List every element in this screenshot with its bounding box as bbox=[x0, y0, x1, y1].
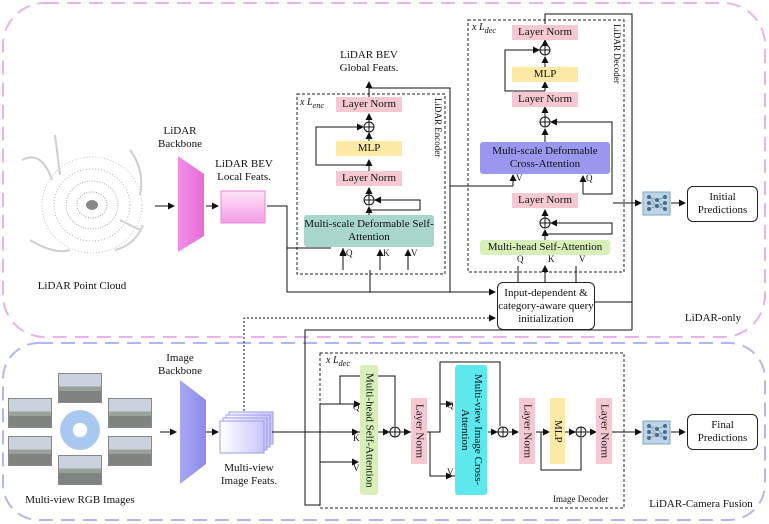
lidar-encoder-container bbox=[296, 93, 446, 275]
image-decoder-v-label: V bbox=[353, 463, 360, 473]
camera-view-icon bbox=[58, 455, 102, 485]
image-feats-stack bbox=[219, 411, 274, 454]
decoder-layer-norm-top: Layer Norm bbox=[512, 25, 578, 40]
fusion-region bbox=[2, 342, 766, 521]
decoder-deformable-cross-attention: Multi-scale Deformable Cross-Attention bbox=[480, 142, 610, 174]
encoder-q-label: Q bbox=[346, 248, 353, 258]
image-decoder-title: Image Decoder bbox=[553, 494, 609, 504]
ffn-network-icon bbox=[642, 191, 671, 216]
ffn-network-icon bbox=[642, 420, 671, 445]
fusion-label: LiDAR-Camera Fusion bbox=[649, 498, 753, 510]
image-decoder-repeat-label: x Ldec bbox=[326, 355, 351, 368]
camera-view-icon bbox=[108, 398, 152, 428]
decoder-title: LiDAR Decoder bbox=[612, 24, 622, 84]
encoder-layer-norm-top: Layer Norm bbox=[336, 97, 402, 112]
decoder-layer-norm-2: Layer Norm bbox=[512, 92, 578, 107]
encoder-v-label: V bbox=[411, 248, 418, 258]
camera-view-icon bbox=[8, 398, 52, 428]
image-decoder-self-attention: Multi-head Self-Attention bbox=[360, 365, 378, 495]
image-feats-label: Multi-view Image Feats. bbox=[220, 462, 278, 487]
decoder-sa-v-label: V bbox=[579, 254, 586, 264]
image-backbone-shape bbox=[180, 380, 206, 484]
encoder-repeat-label: x Lenc bbox=[300, 97, 325, 110]
initial-predictions-box: Initial Predictions bbox=[687, 186, 758, 222]
image-decoder-q-label: Q bbox=[353, 402, 360, 412]
decoder-layer-norm-3: Layer Norm bbox=[512, 193, 578, 208]
point-cloud-label: LiDAR Point Cloud bbox=[37, 280, 127, 292]
point-cloud-icon bbox=[18, 130, 153, 270]
lidar-only-region bbox=[2, 2, 766, 338]
encoder-layer-norm-mid: Layer Norm bbox=[336, 171, 402, 186]
decoder-cross-q-label: Q bbox=[586, 173, 593, 183]
image-decoder-mlp: MLP bbox=[550, 398, 565, 464]
decoder-cross-v-label: V bbox=[516, 173, 523, 183]
ego-vehicle-icon bbox=[60, 410, 100, 450]
decoder-mlp: MLP bbox=[512, 67, 578, 82]
image-backbone-label: Image Backbone bbox=[158, 352, 202, 377]
encoder-title: LiDAR Encoder bbox=[433, 98, 443, 158]
final-predictions-box: Final Predictions bbox=[687, 414, 758, 450]
image-decoder-cross-attention: Multi-view Image Cross-Attention bbox=[455, 365, 487, 495]
decoder-repeat-label: x Ldec bbox=[472, 22, 497, 35]
image-decoder-layer-norm-1: Layer Norm bbox=[411, 398, 427, 464]
camera-view-icon bbox=[108, 436, 152, 466]
global-feats-label: LiDAR BEV Global Feats. bbox=[339, 49, 399, 74]
lidar-decoder-container bbox=[467, 19, 625, 273]
camera-view-icon bbox=[58, 373, 102, 403]
image-decoder-layer-norm-2: Layer Norm bbox=[519, 398, 535, 464]
image-decoder-cq-label: Q bbox=[447, 400, 454, 410]
lidar-only-label: LiDAR-only bbox=[684, 312, 742, 324]
lidar-backbone-shape bbox=[178, 156, 204, 252]
encoder-deformable-self-attention: Multi-scale Deformable Self-Attention bbox=[304, 215, 434, 247]
camera-view-icon bbox=[8, 436, 52, 466]
lidar-backbone-label: LiDAR Backbone bbox=[158, 125, 202, 150]
decoder-sa-q-label: Q bbox=[517, 254, 524, 264]
image-decoder-k-label: K bbox=[353, 433, 360, 443]
decoder-self-attention: Multi-head Self-Attention bbox=[480, 240, 610, 255]
image-decoder-layer-norm-3: Layer Norm bbox=[596, 398, 612, 464]
encoder-k-label: K bbox=[383, 248, 390, 258]
local-feats-label: LiDAR BEV Local Feats. bbox=[215, 158, 273, 183]
image-decoder-cv-label: V bbox=[447, 467, 454, 477]
lidar-local-feats-block bbox=[220, 190, 266, 224]
query-initialization-box: Input-dependent & category-aware query i… bbox=[497, 282, 595, 330]
decoder-sa-k-label: K bbox=[548, 254, 555, 264]
encoder-mlp: MLP bbox=[336, 141, 402, 156]
rgb-images-label: Multi-view RGB Images bbox=[25, 494, 135, 506]
